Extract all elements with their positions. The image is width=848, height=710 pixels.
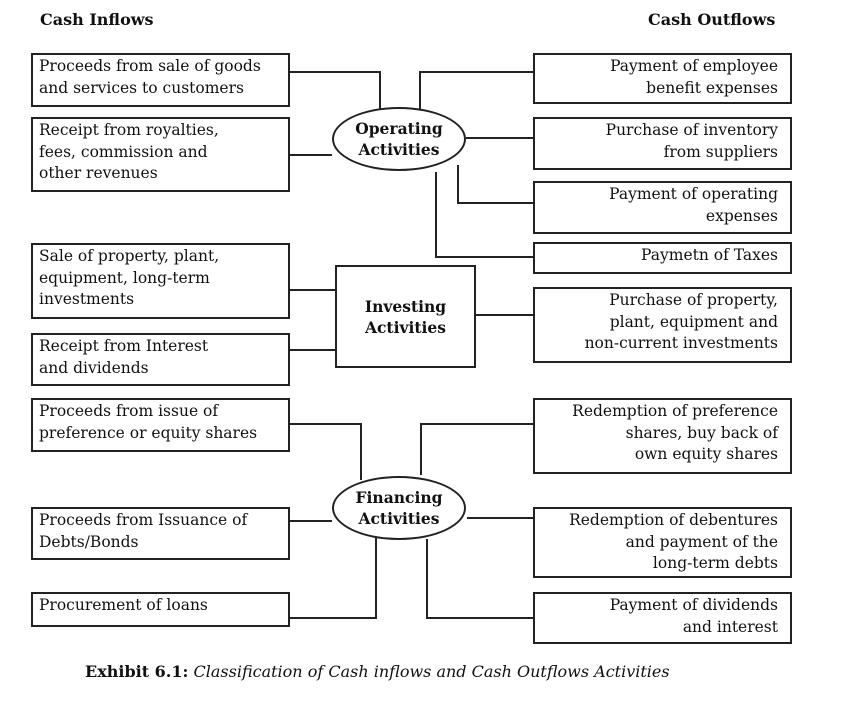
inflow-operating-sale-of-goods: Proceeds from sale of goods and services… [31, 53, 290, 107]
connector [426, 539, 533, 619]
inflow-financing-loans: Procurement of loans [31, 592, 290, 627]
caption-text: Classification of Cash inflows and Cash … [193, 662, 670, 681]
connector [289, 71, 381, 115]
outflow-operating-employee-benefits: Payment of employee benefit expenses [533, 53, 792, 104]
financing-activities-node: Financing Activities [332, 476, 466, 540]
outflow-operating-taxes: Paymetn of Taxes [533, 242, 792, 274]
caption-label: Exhibit 6.1: [85, 662, 189, 681]
exhibit-caption: Exhibit 6.1: Classification of Cash infl… [85, 662, 670, 681]
outflow-investing-purchase-of-property: Purchase of property, plant, equipment a… [533, 287, 792, 363]
connector [457, 165, 533, 204]
inflow-investing-interest-dividends: Receipt from Interest and dividends [31, 333, 290, 386]
investing-activities-node: Investing Activities [335, 265, 476, 368]
inflow-financing-issue-of-shares: Proceeds from issue of preference or equ… [31, 398, 290, 452]
cash-inflows-header: Cash Inflows [40, 10, 154, 29]
connector [419, 71, 533, 115]
outflow-financing-redemption-debentures: Redemption of debentures and payment of … [533, 507, 792, 578]
connector [289, 535, 377, 619]
connector [420, 423, 533, 475]
outflow-financing-dividends-interest: Payment of dividends and interest [533, 592, 792, 644]
connector [435, 172, 533, 258]
connector [289, 423, 362, 480]
outflow-financing-redemption-preference: Redemption of preference shares, buy bac… [533, 398, 792, 474]
inflow-operating-royalties: Receipt from royalties, fees, commission… [31, 117, 290, 192]
cash-outflows-header: Cash Outflows [648, 10, 776, 29]
inflow-investing-sale-of-property: Sale of property, plant, equipment, long… [31, 243, 290, 319]
outflow-operating-expenses: Payment of operating expenses [533, 181, 792, 234]
operating-activities-node: Operating Activities [332, 107, 466, 171]
outflow-operating-inventory: Purchase of inventory from suppliers [533, 117, 792, 170]
inflow-financing-debts-bonds: Proceeds from Issuance of Debts/Bonds [31, 507, 290, 560]
